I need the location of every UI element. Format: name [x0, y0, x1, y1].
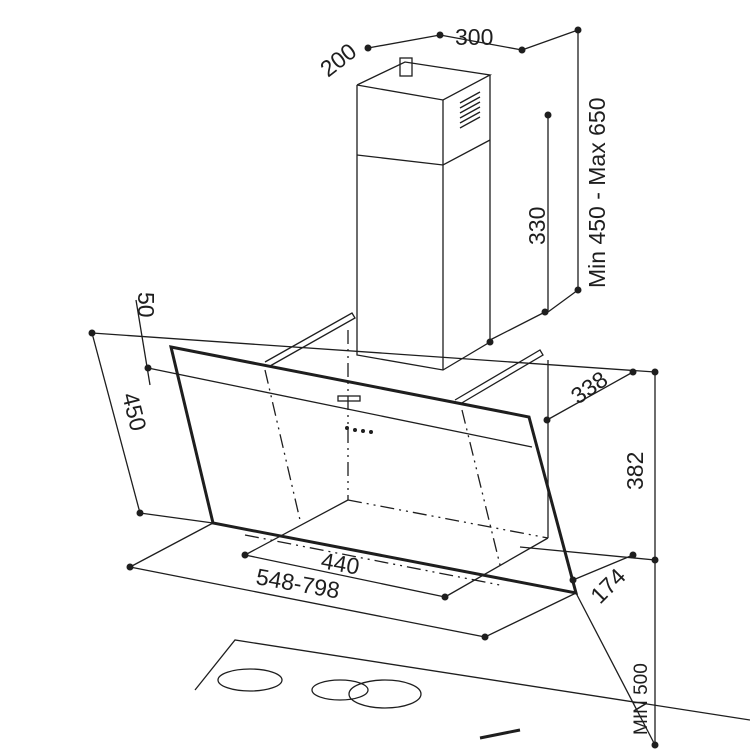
label-chimney-height-range: Min 450 - Max 650 — [584, 98, 610, 288]
label-body-height: 382 — [622, 452, 648, 490]
label-chimney-depth: 200 — [315, 38, 361, 82]
dimension-lines — [91, 29, 656, 746]
label-glass-height: 450 — [117, 390, 152, 434]
label-bottom-depth: 174 — [585, 563, 631, 609]
dimension-points — [88, 26, 659, 749]
vent-grille — [459, 91, 481, 129]
label-top-offset: 50 — [133, 292, 159, 318]
chimney — [356, 57, 493, 371]
label-min-clearance: MIN 500 — [631, 663, 652, 735]
hob — [194, 639, 750, 740]
label-chimney-lower-height: 330 — [524, 207, 550, 245]
label-body-depth: 338 — [566, 366, 612, 409]
label-chimney-width: 300 — [455, 24, 493, 50]
glass-panel — [147, 330, 579, 598]
